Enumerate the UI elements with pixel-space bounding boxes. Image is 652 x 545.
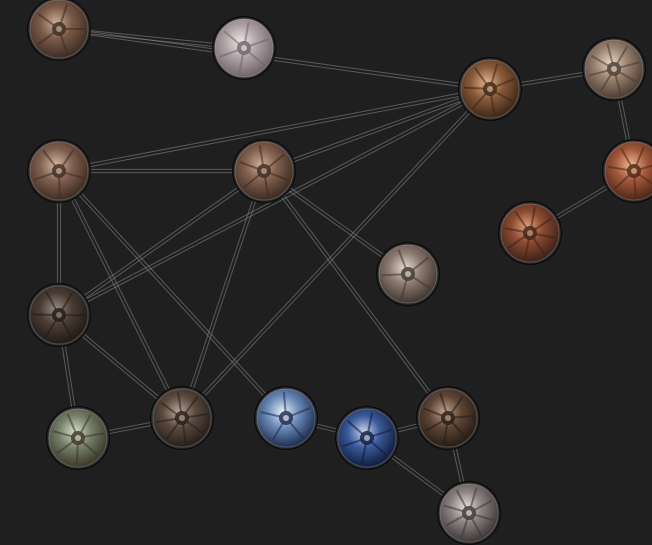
- panorama-node-4[interactable]: [582, 37, 646, 101]
- edge-n3-n5: [58, 86, 491, 174]
- panorama-node-12[interactable]: [150, 386, 214, 450]
- edge-n6-n15: [262, 169, 450, 420]
- panorama-node-8[interactable]: [498, 201, 562, 265]
- edge-n6-n12: [180, 170, 266, 419]
- edge-n3-n6: [263, 87, 491, 173]
- panorama-node-16[interactable]: [437, 481, 501, 545]
- panorama-node-2[interactable]: [212, 16, 276, 80]
- edge-n1-n3: [58, 26, 491, 92]
- panorama-node-6[interactable]: [232, 139, 296, 203]
- panorama-node-11[interactable]: [46, 406, 110, 470]
- panorama-node-9[interactable]: [376, 242, 440, 306]
- panorama-node-10[interactable]: [27, 283, 91, 347]
- edge-n6-n10: [57, 169, 266, 317]
- panorama-node-13[interactable]: [254, 386, 318, 450]
- panorama-node-1[interactable]: [27, 0, 91, 61]
- edge-n5-n6: [59, 168, 264, 174]
- panorama-node-3[interactable]: [458, 57, 522, 121]
- edge-n5-n13: [57, 169, 288, 420]
- panorama-node-15[interactable]: [416, 386, 480, 450]
- panorama-node-14[interactable]: [335, 406, 399, 470]
- nodes-layer: [27, 0, 652, 545]
- panorama-node-7[interactable]: [602, 139, 652, 203]
- edge-n5-n12: [57, 170, 184, 419]
- panorama-node-5[interactable]: [27, 139, 91, 203]
